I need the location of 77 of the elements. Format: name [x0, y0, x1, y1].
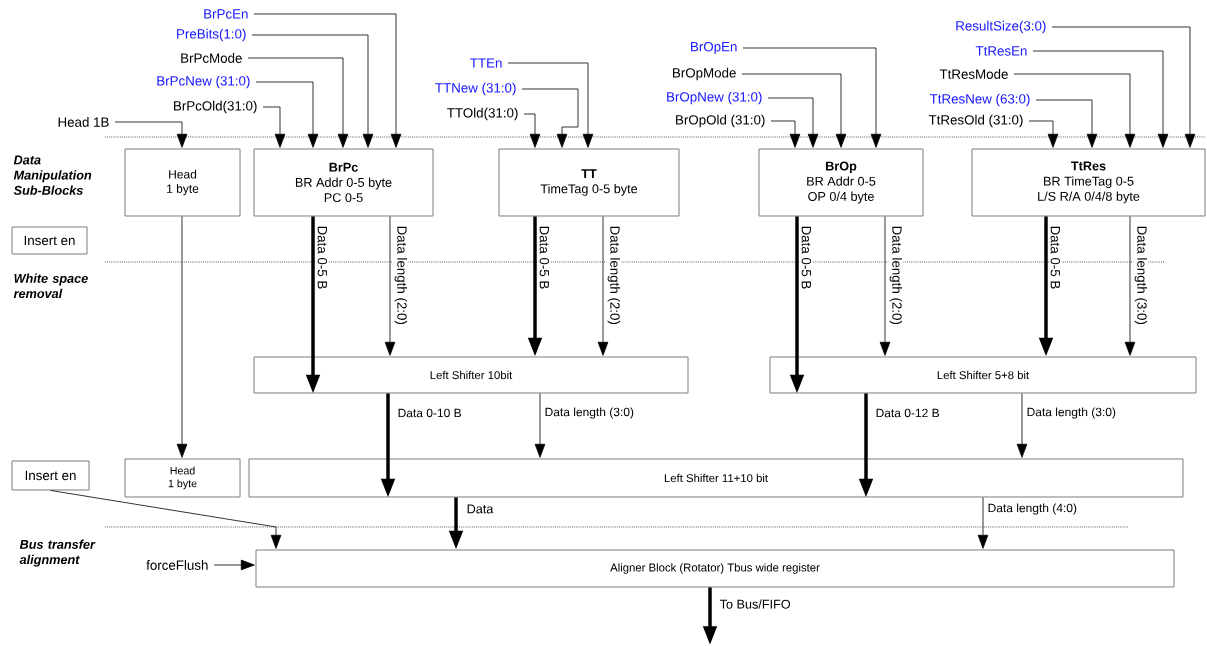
- block-box: BrPc BR Addr 0-5 byte PC 0-5: [253, 148, 434, 217]
- edge-label: Data length (3:0): [1133, 224, 1149, 327]
- shifter-box: Left Shifter 10bit: [253, 356, 689, 394]
- arrow: [742, 47, 882, 148]
- signal-label: forceFlush: [146, 560, 208, 570]
- signal-label: BrPcEn: [204, 9, 248, 19]
- arrow: [255, 81, 319, 148]
- arrow: [1028, 120, 1059, 148]
- aligner-box: Aligner Block (Rotator) Tbus wide register: [255, 549, 1175, 588]
- arrow: [521, 88, 579, 148]
- edge-label: Data length (3:0): [1025, 406, 1118, 420]
- edge-label: Data 0-5 B: [316, 224, 329, 291]
- arrow: [597, 216, 609, 356]
- signal-label: BrPcMode: [181, 53, 242, 63]
- edge-label: Data 0-12 B: [874, 407, 941, 419]
- block-box: TtRes BR TimeTag 0-5 L/S R/A 0/4/8 byte: [971, 148, 1206, 217]
- signal-label: BrPcNew (31:0): [157, 75, 250, 89]
- signal-box: Insert en: [11, 226, 88, 255]
- edge-label: Data 0-10 B: [396, 407, 463, 419]
- block-box: Head 1 byte: [124, 458, 241, 498]
- arrow: [977, 497, 989, 549]
- edge-label: Data length (3:0): [543, 406, 636, 420]
- arrow: [114, 121, 188, 148]
- signal-label: BrOpMode: [673, 67, 736, 81]
- edge-label: Data length (2:0): [393, 224, 409, 327]
- signal-label: TtResEn: [975, 46, 1027, 56]
- block-box: BrOp BR Addr 0-5 OP 0/4 byte: [758, 148, 924, 217]
- arrow: [534, 393, 546, 458]
- arrow: [213, 559, 255, 571]
- shifter-box: Left Shifter 5+8 bit: [769, 356, 1197, 394]
- arrow: [247, 57, 349, 148]
- edge-label: Data length (2:0): [606, 224, 622, 327]
- section-label: White space removal: [13, 273, 88, 299]
- arrow: [251, 34, 374, 148]
- signal-label: TtResNew (63:0): [929, 93, 1030, 107]
- arrow: [384, 216, 396, 356]
- edge-label: Data 0-5 B: [538, 224, 551, 291]
- signal-label: BrPcOld(31:0): [174, 100, 257, 114]
- signal-label: TTOld(31:0): [447, 107, 518, 121]
- edge-label: Data length (2:0): [888, 224, 904, 327]
- arrow: [1016, 393, 1028, 458]
- arrow: [50, 490, 282, 549]
- edge-label: Data length (4:0): [986, 502, 1079, 516]
- arrow: [1051, 26, 1196, 148]
- signal-label: PreBits(1:0): [177, 28, 246, 42]
- signal-label: TTNew (31:0): [435, 82, 516, 96]
- signal-label: TTEn: [470, 58, 502, 68]
- signal-label: BrOpOld (31:0): [676, 114, 765, 128]
- arrow: [253, 13, 402, 148]
- signal-label: TtResMode: [939, 69, 1008, 79]
- signal-label: ResultSize(3:0): [956, 20, 1046, 34]
- arrow: [176, 216, 188, 458]
- edge-label: Data: [465, 503, 495, 515]
- arrow: [741, 73, 847, 148]
- block-box: Head 1 byte: [124, 148, 241, 217]
- edge-label: To Bus/FIFO: [718, 598, 793, 610]
- arrow: [767, 97, 819, 148]
- arrow: [1032, 50, 1169, 148]
- signal-label: BrOpNew (31:0): [667, 91, 762, 105]
- section-label: Bus transfer alignment: [19, 539, 96, 567]
- arrow: [879, 216, 891, 356]
- arrow: [1013, 73, 1136, 148]
- signal-box: Insert en: [11, 460, 90, 491]
- signal-label: TtResOld (31:0): [928, 114, 1023, 128]
- arrow: [1035, 99, 1098, 148]
- arrow: [770, 120, 801, 148]
- arrow: [262, 106, 286, 148]
- arrow: [523, 113, 541, 148]
- shifter-box: Left Shifter 11+10 bit: [248, 458, 1184, 498]
- arrow: [1124, 216, 1136, 356]
- edge-label: Data 0-5 B: [800, 224, 813, 291]
- edge-label: Data 0-5 B: [1049, 224, 1062, 291]
- signal-label: Head 1B: [58, 117, 109, 127]
- signal-label: BrOpEn: [691, 41, 737, 54]
- arrow: [507, 62, 594, 148]
- section-label: Data Manipulation Sub-Blocks: [13, 155, 92, 195]
- block-box: TT TimeTag 0-5 byte: [498, 148, 680, 217]
